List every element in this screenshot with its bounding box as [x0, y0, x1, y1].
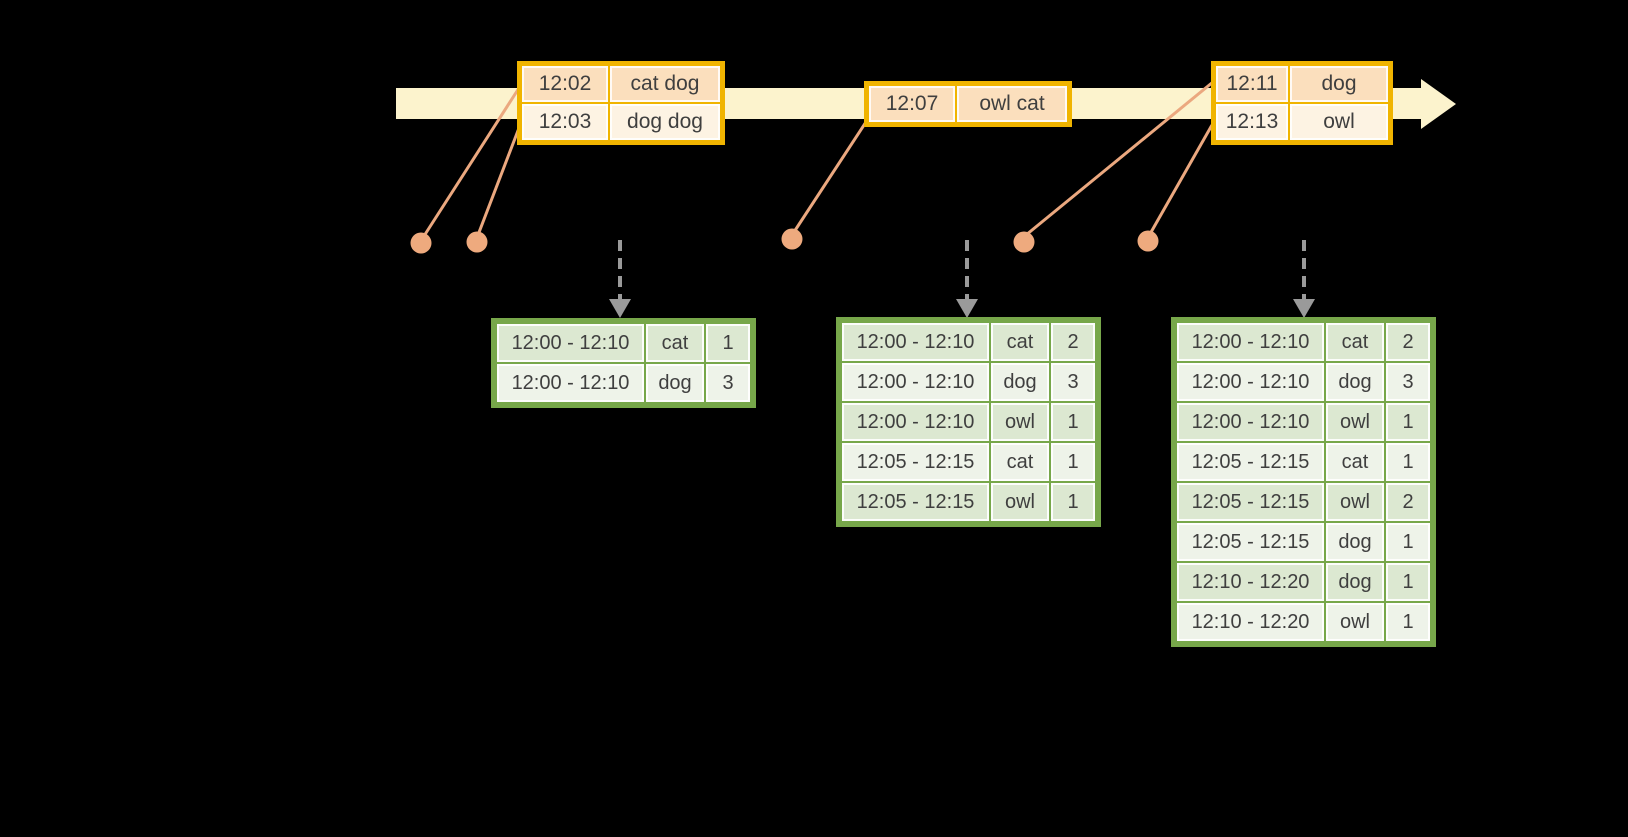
table-cell: 12:05 - 12:15 [1177, 443, 1324, 481]
table-cell: 12:05 - 12:15 [842, 483, 989, 521]
table-cell: 12:03 [522, 104, 608, 140]
table-cell: 12:05 - 12:15 [1177, 523, 1324, 561]
event-connector-line [1148, 124, 1214, 235]
table-cell: 1 [1386, 403, 1430, 441]
table-cell: 12:10 - 12:20 [1177, 563, 1324, 601]
event-connector-line [792, 121, 868, 233]
table-cell: cat dog [610, 66, 720, 102]
table-cell: 1 [1386, 443, 1430, 481]
table-cell: 12:00 - 12:10 [497, 324, 644, 362]
table-cell: owl [991, 483, 1049, 521]
table-cell: 1 [1386, 603, 1430, 641]
table-cell: 12:00 - 12:10 [842, 363, 989, 401]
event-dot-icon [781, 228, 803, 250]
event-dot-icon [1137, 230, 1159, 252]
table-cell: owl [1326, 483, 1384, 521]
table-cell: 12:00 - 12:10 [1177, 363, 1324, 401]
table-cell: owl [1290, 104, 1388, 140]
table-cell: owl [1326, 403, 1384, 441]
table-cell: 12:13 [1216, 104, 1288, 140]
table-cell: 12:11 [1216, 66, 1288, 102]
table-cell: 1 [1051, 483, 1095, 521]
table-cell: 12:05 - 12:15 [842, 443, 989, 481]
table-cell: 1 [1051, 443, 1095, 481]
table-cell: 12:00 - 12:10 [1177, 323, 1324, 361]
table-cell: 12:10 - 12:20 [1177, 603, 1324, 641]
trigger-arrow-icon [609, 240, 631, 318]
table-cell: cat [991, 443, 1049, 481]
timeline-arrowhead-icon [1421, 79, 1456, 129]
table-cell: owl cat [957, 86, 1067, 122]
table-cell: 12:00 - 12:10 [1177, 403, 1324, 441]
table-cell: dog [991, 363, 1049, 401]
table-cell: 1 [1051, 403, 1095, 441]
trigger-arrow-icon [956, 240, 978, 318]
table-cell: dog [1290, 66, 1388, 102]
table-cell: cat [991, 323, 1049, 361]
table-cell: owl [1326, 603, 1384, 641]
table-cell: 3 [1051, 363, 1095, 401]
table-cell: cat [646, 324, 704, 362]
table-cell: cat [1326, 443, 1384, 481]
event-dot-icon [466, 231, 488, 253]
table-cell: 2 [1386, 483, 1430, 521]
table-cell: 2 [1386, 323, 1430, 361]
event-dot-icon [410, 232, 432, 254]
table-cell: 12:05 - 12:15 [1177, 483, 1324, 521]
table-cell: 1 [1386, 523, 1430, 561]
table-cell: owl [991, 403, 1049, 441]
table-cell: dog [1326, 563, 1384, 601]
event-connector-line [476, 127, 521, 236]
table-cell: dog [1326, 523, 1384, 561]
table-cell: 3 [1386, 363, 1430, 401]
table-cell: dog [646, 364, 704, 402]
table-cell: 12:07 [869, 86, 955, 122]
table-cell: cat [1326, 323, 1384, 361]
table-cell: dog [1326, 363, 1384, 401]
trigger-arrow-icon [1293, 240, 1315, 318]
table-cell: 1 [1386, 563, 1430, 601]
table-cell: 3 [706, 364, 750, 402]
table-cell: dog dog [610, 104, 720, 140]
table-cell: 2 [1051, 323, 1095, 361]
event-dot-icon [1013, 231, 1035, 253]
table-cell: 12:02 [522, 66, 608, 102]
table-cell: 12:00 - 12:10 [842, 403, 989, 441]
table-cell: 1 [706, 324, 750, 362]
table-cell: 12:00 - 12:10 [497, 364, 644, 402]
table-cell: 12:00 - 12:10 [842, 323, 989, 361]
